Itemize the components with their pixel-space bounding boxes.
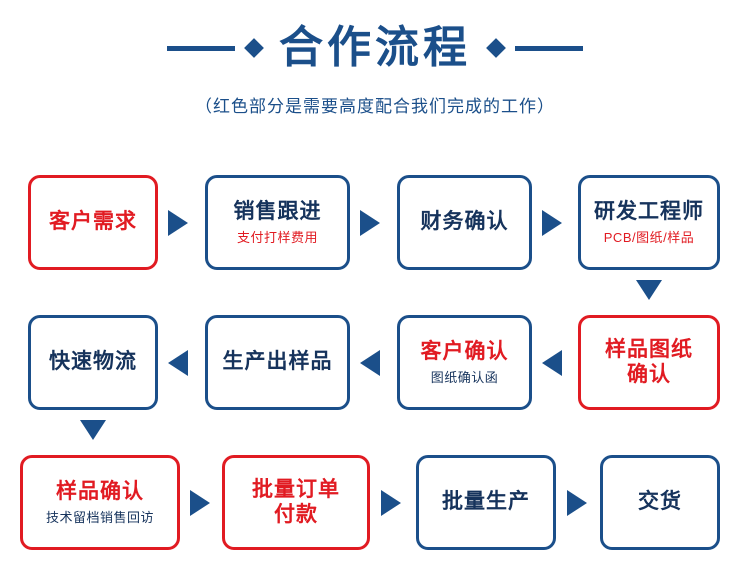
arrow-right-icon-r3-2: [381, 490, 401, 516]
flow-box-fast-logistics: 快速物流: [28, 315, 158, 410]
flow-box-sample-drawing-confirm: 样品图纸 确认: [578, 315, 720, 410]
flow-box-subtitle: 图纸确认函: [430, 369, 499, 385]
flow-box-title: 客户需求: [49, 210, 137, 234]
arrow-right-icon-r1-2: [360, 210, 380, 236]
flow-box-subtitle: 支付打样费用: [236, 229, 318, 245]
flow-box-title: 批量生产: [442, 490, 530, 514]
flow-box-title: 生产出样品: [222, 350, 333, 374]
flow-box-title: 财务确认: [420, 210, 509, 234]
page-subtitle: （红色部分是需要高度配合我们完成的工作）: [195, 97, 555, 116]
flow-box-produce-sample: 生产出样品: [205, 315, 350, 410]
flow-box-delivery: 交货: [600, 455, 720, 550]
page-header: 合作流程 （红色部分是需要高度配合我们完成的工作）: [0, 26, 750, 117]
arrow-left-icon-r2-3: [542, 350, 562, 376]
flow-box-bulk-order-payment: 批量订单 付款: [222, 455, 370, 550]
flow-box-mass-production: 批量生产: [416, 455, 556, 550]
title-rule-right: [515, 45, 583, 51]
title-rule-left: [167, 45, 235, 51]
flow-box-title-line2: 付款: [274, 502, 318, 526]
page-title: 合作流程: [279, 23, 471, 72]
flow-box-sample-confirm: 样品确认 技术留档销售回访: [20, 455, 180, 550]
arrow-down-icon-r1-r2: [636, 280, 662, 300]
diamond-icon-left: [244, 38, 264, 58]
diamond-icon-right: [486, 38, 506, 58]
flow-box-rd-engineer: 研发工程师 PCB/图纸/样品: [578, 175, 720, 270]
flow-box-title: 样品确认: [56, 479, 144, 503]
flow-box-title: 样品图纸: [605, 338, 693, 362]
flow-box-subtitle: 技术留档销售回访: [45, 509, 154, 525]
flow-box-subtitle: PCB/图纸/样品: [603, 229, 695, 245]
flow-box-title: 快速物流: [49, 350, 137, 374]
arrow-left-icon-r2-2: [360, 350, 380, 376]
title-row: 合作流程: [0, 26, 750, 70]
flow-box-title: 销售跟进: [233, 199, 322, 223]
arrow-right-icon-r1-3: [542, 210, 562, 236]
flow-box-customer-confirm: 客户确认 图纸确认函: [397, 315, 532, 410]
flow-box-title: 批量订单: [252, 478, 340, 502]
arrow-right-icon-r3-1: [190, 490, 210, 516]
flow-box-title: 交货: [638, 490, 682, 514]
arrow-down-icon-r2-r3: [80, 420, 106, 440]
flow-box-title-line2: 确认: [627, 362, 671, 386]
arrow-left-icon-r2-1: [168, 350, 188, 376]
flow-box-finance-confirm: 财务确认: [397, 175, 532, 270]
flow-box-sales-followup: 销售跟进 支付打样费用: [205, 175, 350, 270]
arrow-right-icon-r3-3: [567, 490, 587, 516]
flow-box-title: 客户确认: [420, 339, 509, 363]
arrow-right-icon-r1-1: [168, 210, 188, 236]
flow-box-customer-requirement: 客户需求: [28, 175, 158, 270]
flow-box-title: 研发工程师: [594, 199, 704, 223]
